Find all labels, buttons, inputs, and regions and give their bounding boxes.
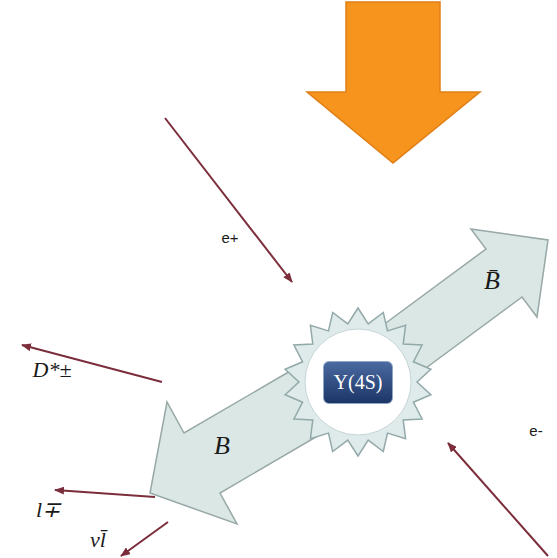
positron-line <box>165 118 292 282</box>
lepton-line <box>55 490 155 497</box>
neutrino-line <box>121 522 168 556</box>
electron-line <box>448 443 548 556</box>
dstar-line <box>22 345 162 382</box>
beam-arrow <box>307 2 480 163</box>
particle-label: l∓ <box>36 497 60 523</box>
starburst <box>285 308 431 456</box>
inner-circle <box>305 329 411 435</box>
particle-name: B <box>214 431 230 461</box>
particle-name: B̄ <box>484 266 500 296</box>
particle-label: νl̄ <box>90 527 106 553</box>
beam-label: e- <box>529 422 542 439</box>
resonance-name: Υ(4S) <box>323 361 394 404</box>
particle-label: D*± <box>33 357 72 383</box>
beam-label: e+ <box>221 229 238 246</box>
upsilon-resonance: Υ(4S) <box>282 306 434 458</box>
